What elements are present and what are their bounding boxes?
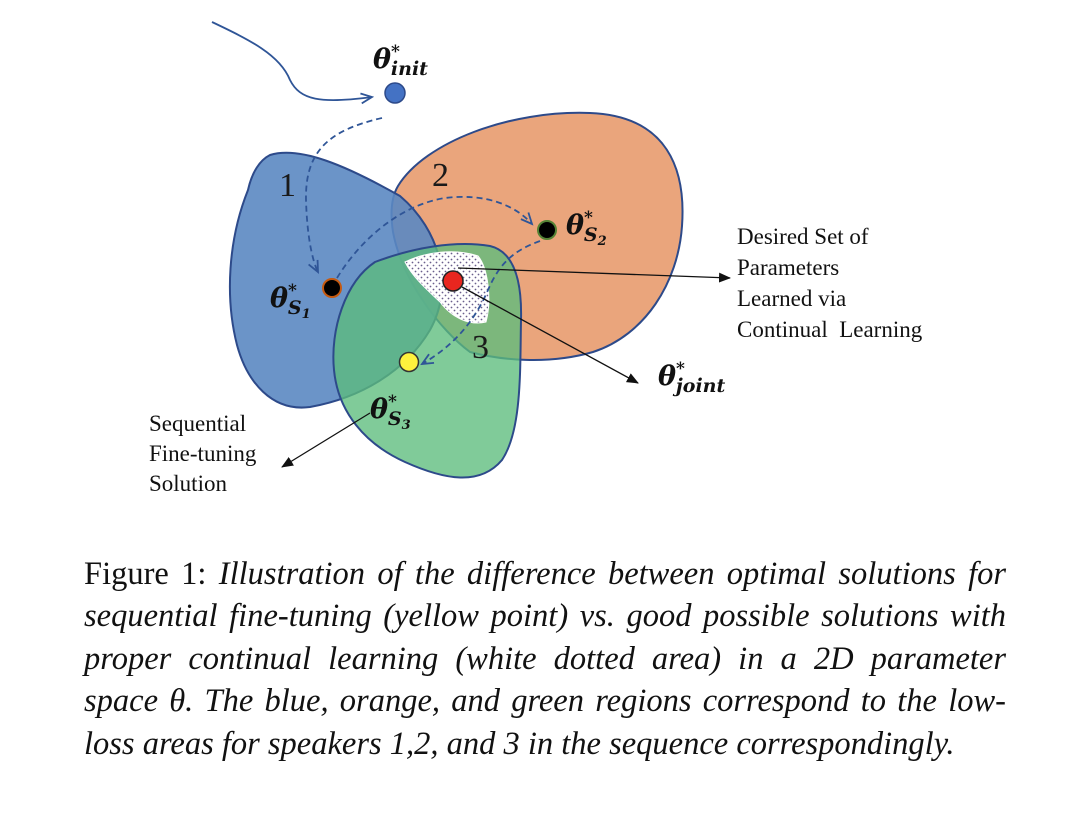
theta-s1-label: θ*S1: [270, 281, 311, 322]
caption-label: Figure 1:: [84, 556, 207, 592]
init-trajectory-arrow: [211, 21, 372, 100]
joint-arrow: [461, 286, 639, 384]
theta-joint-label: θ*joint: [658, 359, 725, 397]
theta-s2-label: θ*S2: [566, 208, 607, 249]
theta-s2-point: [537, 220, 557, 240]
figure-caption: Figure 1: Illustration of the difference…: [84, 553, 1006, 765]
theta-s3-label: θ*S3: [370, 392, 411, 433]
desired-set-arrow: [457, 267, 731, 283]
region-1-label: 1: [279, 167, 296, 204]
caption-text: Illustration of the difference between o…: [84, 556, 1006, 762]
theta-joint-point: [442, 270, 464, 292]
desired-set-annotation: Desired Set of Parameters Learned via Co…: [737, 224, 923, 342]
sequential-arrow: [281, 412, 371, 468]
sequential-annotation: Sequential Fine-tuning Solution: [149, 411, 262, 496]
dashed-path-s1-to-s2: [336, 196, 532, 279]
theta-s1-point: [322, 278, 342, 298]
region-3-label: 3: [472, 329, 489, 366]
theta-init-label: θ*init: [373, 42, 428, 80]
theta-s3-point: [398, 351, 420, 373]
region-2-label: 2: [432, 157, 449, 194]
diagram-figure: 1 2 3 θ*init θ*S1 θ*S2 θ*S3 θ*joint Desi…: [149, 21, 923, 496]
theta-init-point: [384, 82, 406, 104]
dashed-path-s2-to-s3: [422, 240, 541, 364]
